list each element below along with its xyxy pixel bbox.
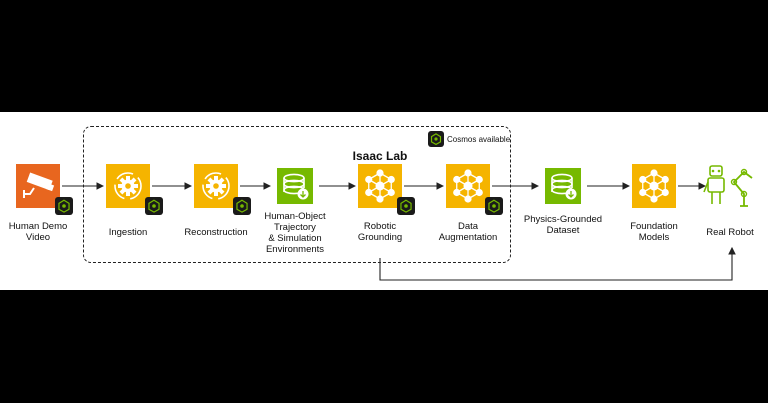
label-line: Ingestion	[108, 227, 148, 238]
label-line: Human-Object	[264, 211, 326, 222]
database-icon	[545, 168, 581, 204]
network-icon	[446, 164, 490, 208]
label-line: Robotic	[363, 221, 397, 232]
node-reconstruction	[194, 164, 251, 215]
node-ingestion	[106, 164, 163, 215]
database-icon	[277, 168, 313, 204]
network-icon	[358, 164, 402, 208]
node-data-augmentation	[446, 164, 503, 215]
cosmos-chip-icon	[485, 197, 503, 215]
label-reconstruction: Reconstruction	[161, 227, 271, 238]
security-camera-icon	[16, 164, 60, 208]
cosmos-chip-icon	[55, 197, 73, 215]
node-real-robot	[703, 165, 753, 207]
label-line: Foundation	[630, 221, 678, 232]
node-robotic-grounding	[358, 164, 415, 215]
gear-cycle-icon	[194, 164, 238, 208]
node-foundation-models	[632, 164, 676, 208]
label-real-robot: Real Robot	[675, 227, 768, 238]
label-line: Data	[457, 221, 479, 232]
cosmos-chip-icon	[145, 197, 163, 215]
label-line: & Simulation	[268, 233, 322, 244]
label-line: Dataset	[546, 225, 580, 236]
isaac-lab-cluster	[83, 126, 511, 263]
label-line: Real Robot	[706, 227, 754, 238]
robot-arm-icon	[703, 165, 753, 207]
label-line: Models	[638, 232, 670, 243]
node-human-object-trajectory	[277, 168, 313, 204]
label-line: Video	[25, 232, 51, 243]
cosmos-chip-icon	[233, 197, 251, 215]
cosmos-chip-icon	[397, 197, 415, 215]
cluster-title: Isaac Lab	[352, 149, 408, 163]
network-icon	[632, 164, 676, 208]
label-line: Environments	[265, 244, 325, 255]
node-physics-grounded-dataset	[545, 168, 581, 204]
label-line: Physics-Grounded	[523, 214, 603, 225]
label-line: Human Demo	[8, 221, 68, 232]
cosmos-chip-icon	[428, 131, 444, 147]
label-line: Augmentation	[438, 232, 498, 243]
cosmos-legend-label: Cosmos available	[447, 135, 511, 144]
edge-robotic-grounding-to-real-robot	[379, 246, 736, 281]
label-line: Reconstruction	[184, 227, 248, 238]
label-ingestion: Ingestion	[73, 227, 183, 238]
node-human-demo-video	[16, 164, 73, 215]
label-line: Grounding	[357, 232, 403, 243]
label-line: Trajectory	[274, 222, 316, 233]
gear-cycle-icon	[106, 164, 150, 208]
